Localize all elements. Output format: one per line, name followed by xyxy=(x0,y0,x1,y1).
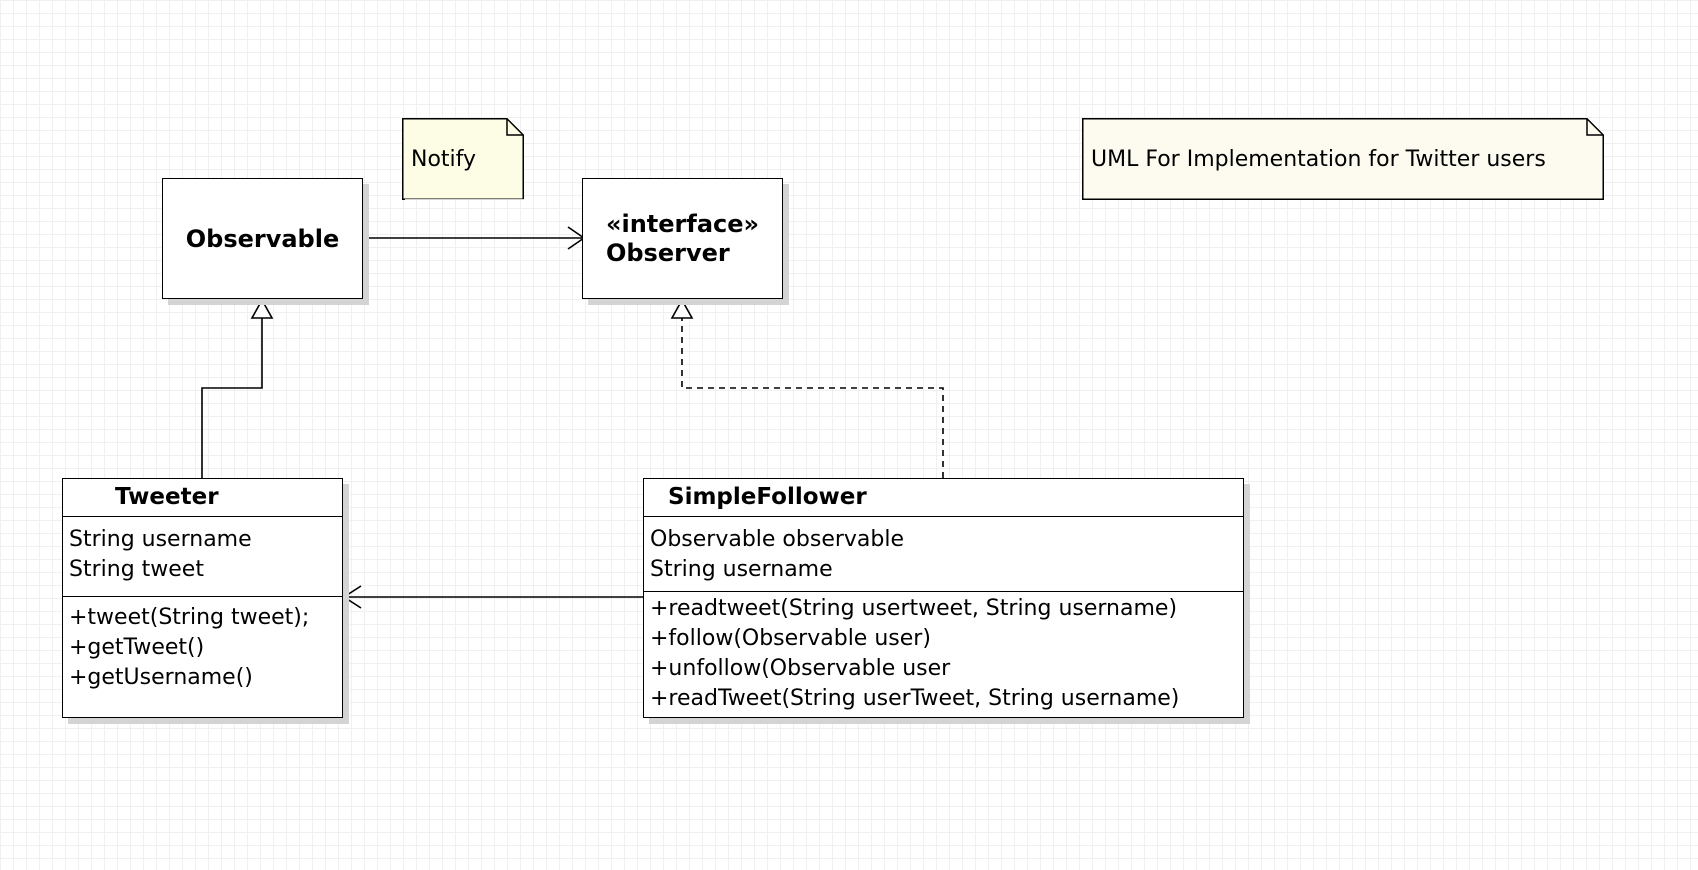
notify-note[interactable]: Notify xyxy=(402,118,524,200)
observer-stereotype: «interface» xyxy=(605,209,760,238)
notify-note-text: Notify xyxy=(411,146,477,172)
generalization-tweeter-observable[interactable] xyxy=(201,298,274,478)
title-note-text: UML For Implementation for Twitter users xyxy=(1091,146,1546,172)
simplefollower-class-name: SimpleFollower xyxy=(644,479,1243,517)
tweeter-class[interactable]: Tweeter String username String tweet +tw… xyxy=(62,478,343,718)
realization-simplefollower-observer[interactable] xyxy=(670,298,944,478)
association-observable-observer[interactable] xyxy=(362,226,586,250)
operation-row: +readtweet(String usertweet, String user… xyxy=(650,596,1178,621)
operation-row: +readTweet(String userTweet, String user… xyxy=(650,686,1180,711)
attribute-row: String tweet xyxy=(69,557,204,582)
attribute-row: Observable observable xyxy=(650,527,905,552)
association-simplefollower-tweeter[interactable] xyxy=(342,585,644,609)
tweeter-class-name: Tweeter xyxy=(63,479,342,517)
operation-row: +getTweet() xyxy=(69,635,205,660)
operation-row: +unfollow(Observable user xyxy=(650,656,951,681)
note-shape-icon xyxy=(402,118,524,200)
observable-class[interactable]: Observable xyxy=(162,178,363,299)
note-shape-icon xyxy=(1082,118,1604,200)
simplefollower-attributes: Observable observable String username xyxy=(644,517,1243,592)
attribute-row: String username xyxy=(69,527,252,552)
tweeter-operations: +tweet(String tweet); +getTweet() +getUs… xyxy=(63,597,342,699)
operation-row: +tweet(String tweet); xyxy=(69,605,310,630)
title-note[interactable]: UML For Implementation for Twitter users xyxy=(1082,118,1604,200)
observer-interface[interactable]: «interface» Observer xyxy=(582,178,783,299)
operation-row: +follow(Observable user) xyxy=(650,626,931,651)
simplefollower-operations: +readtweet(String usertweet, String user… xyxy=(644,592,1243,720)
observable-class-name: Observable xyxy=(185,224,340,253)
observer-interface-name: Observer xyxy=(605,238,730,267)
tweeter-attributes: String username String tweet xyxy=(63,517,342,597)
simplefollower-class[interactable]: SimpleFollower Observable observable Str… xyxy=(643,478,1244,718)
operation-row: +getUsername() xyxy=(69,665,253,690)
attribute-row: String username xyxy=(650,557,833,582)
